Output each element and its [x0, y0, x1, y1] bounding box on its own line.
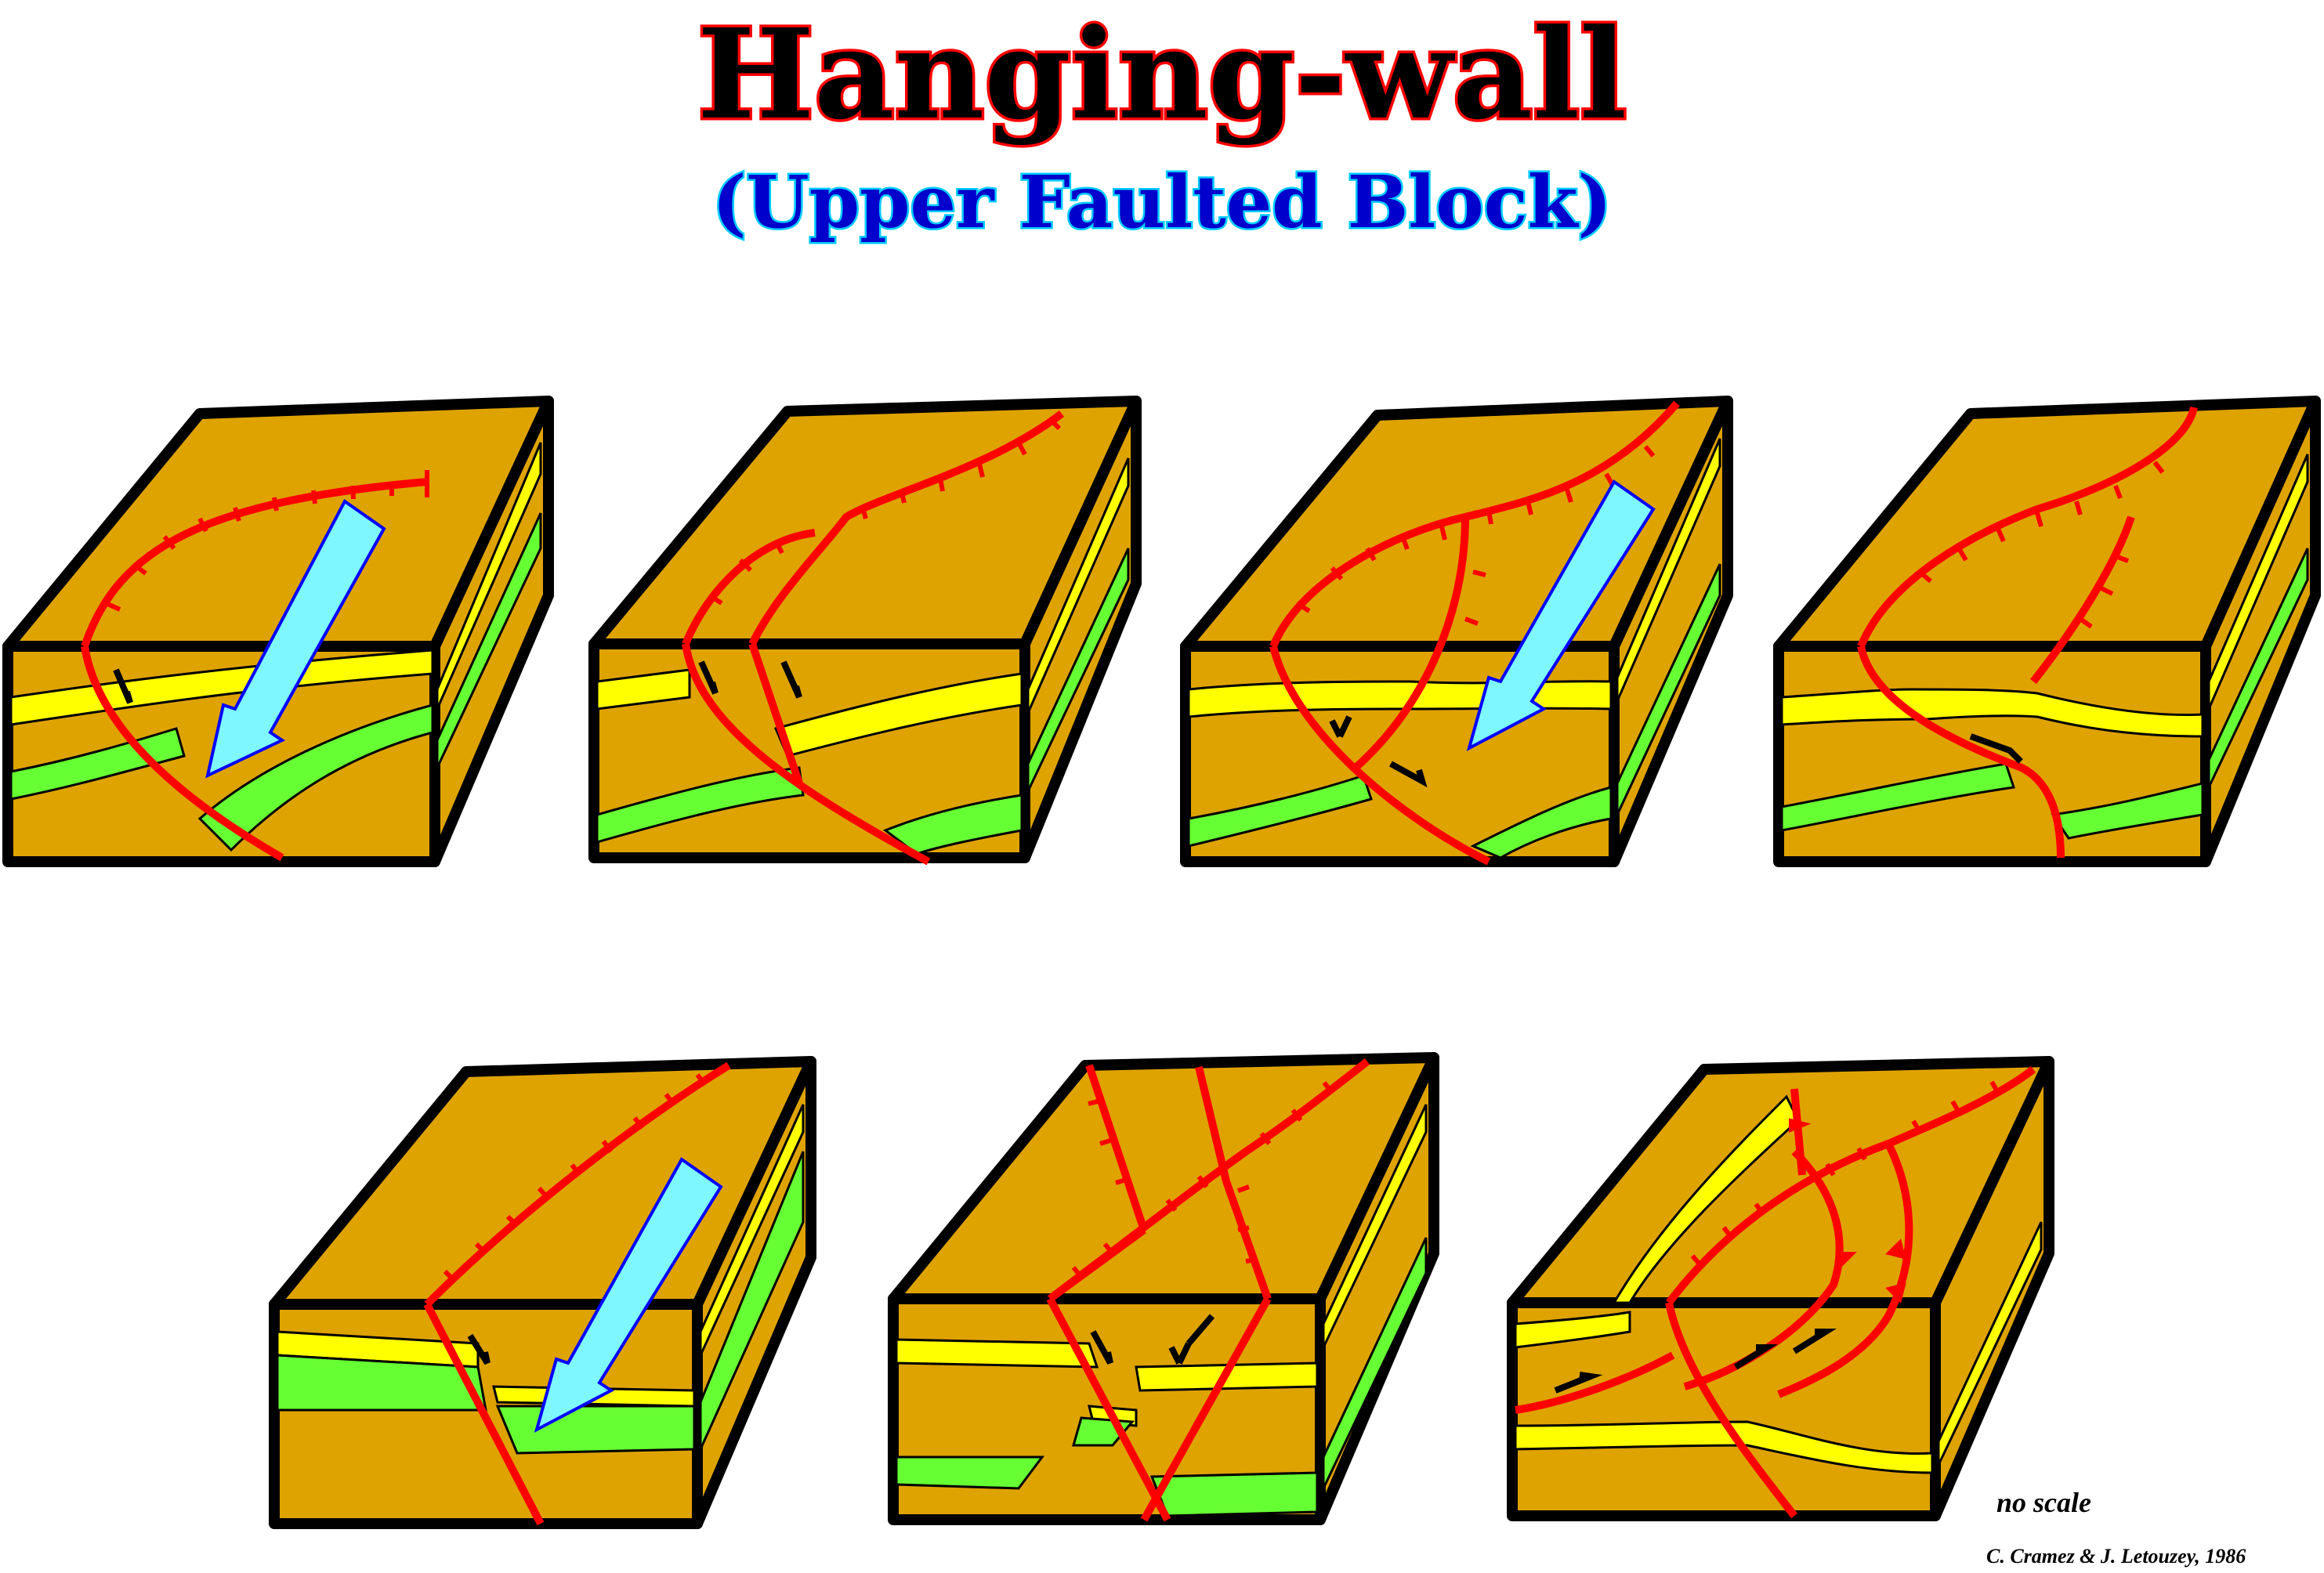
- normal-fault-trace: [1048, 1064, 1148, 1303]
- yellow-layer: [1514, 1311, 1631, 1349]
- green-layer: [1470, 786, 1613, 859]
- fault-block-7: [1507, 1056, 2054, 1521]
- normal-fault-trace: [81, 478, 428, 862]
- side-green-layer: [436, 512, 542, 768]
- normal-fault-trace: [1857, 406, 2198, 859]
- green-layer: [2051, 782, 2204, 840]
- fault-ticks: [1918, 461, 2165, 584]
- slip-indicator: [1090, 1330, 1113, 1365]
- page-subtitle: (Upper Faulted Block): [712, 160, 1612, 244]
- side-yellow-layer: [436, 442, 542, 710]
- green-layer: [1780, 762, 2015, 832]
- title-group: Hanging-wall (Upper Faulted Block): [694, 0, 1629, 247]
- yellow-layer: [895, 1338, 1099, 1369]
- thrust-teeth: [1789, 1118, 1906, 1304]
- side-green-layer: [2207, 548, 2309, 788]
- green-layer: [495, 1405, 696, 1455]
- slip-indicator: [1329, 715, 1352, 738]
- normal-fault-trace: [682, 529, 931, 866]
- slip-indicator: [1792, 1329, 1837, 1354]
- slip-indicator: [1168, 1314, 1215, 1365]
- side-yellow-layer: [699, 1104, 805, 1356]
- side-yellow-layer: [1616, 438, 1721, 702]
- credit-line: C. Cramez & J. Letouzey, 1986: [1986, 1545, 2246, 1568]
- slip-indicator: [1554, 1372, 1603, 1394]
- page-title: Hanging-wall: [697, 2, 1627, 147]
- green-layer: [895, 1455, 1044, 1490]
- slip-indicator: [780, 660, 802, 699]
- side-green-layer: [1616, 563, 1721, 815]
- blue-dip-arrow-icon: [205, 499, 386, 779]
- fault-ticks: [1690, 1080, 2000, 1267]
- normal-fault-trace: [748, 410, 1065, 785]
- yellow-layer: [595, 668, 691, 711]
- normal-fault-trace: [1352, 516, 1469, 771]
- fault-ticks: [443, 1073, 708, 1283]
- yellow-layer: [1514, 1420, 1934, 1474]
- slip-indicator: [698, 660, 719, 695]
- fault-ticks: [708, 417, 1062, 606]
- normal-fault-trace: [2030, 515, 2135, 685]
- slip-indicator: [1733, 1344, 1778, 1370]
- fault-block-1: [2, 396, 554, 867]
- side-green-layer: [699, 1151, 805, 1450]
- thrust-fault-trace: [1777, 1141, 1913, 1398]
- fault-ticks: [104, 470, 429, 612]
- blue-dip-arrow-icon: [1466, 479, 1656, 751]
- green-layer: [1187, 774, 1373, 848]
- fault-block-2: [588, 396, 1142, 866]
- fault-block-6: [888, 1052, 1439, 1525]
- slip-indicator: [113, 668, 133, 704]
- side-green-layer: [1026, 548, 1130, 792]
- fault-block-3: [1180, 396, 1733, 867]
- fault-ticks: [2079, 554, 2130, 629]
- slip-indicator: [1389, 761, 1428, 788]
- side-yellow-layer: [1937, 1221, 2043, 1466]
- blue-dip-arrow-icon: [534, 1157, 723, 1433]
- yellow-layer: [773, 672, 1023, 758]
- green-layer: [882, 794, 1023, 855]
- fault-block-4: [1773, 396, 2321, 867]
- side-yellow-layer: [1026, 457, 1130, 714]
- fault-block-5: [269, 1056, 816, 1529]
- thrust-fault-trace: [1665, 1066, 2036, 1519]
- fault-ticks: [1295, 445, 1656, 626]
- side-green-layer: [1322, 1237, 1428, 1489]
- fault-ticks: [1071, 1081, 1334, 1278]
- side-yellow-layer: [2207, 454, 2309, 710]
- green-layer: [595, 766, 805, 844]
- slip-indicator: [1969, 733, 2023, 764]
- green-layer-right: [197, 703, 434, 852]
- normal-fault-trace: [423, 1061, 731, 1526]
- side-yellow-layer: [1322, 1104, 1428, 1348]
- green-layer: [1149, 1471, 1319, 1517]
- slip-indicator: [467, 1333, 491, 1365]
- scale-note: no scale: [1996, 1487, 2091, 1518]
- thrust-fault-trace: [1515, 1351, 1675, 1414]
